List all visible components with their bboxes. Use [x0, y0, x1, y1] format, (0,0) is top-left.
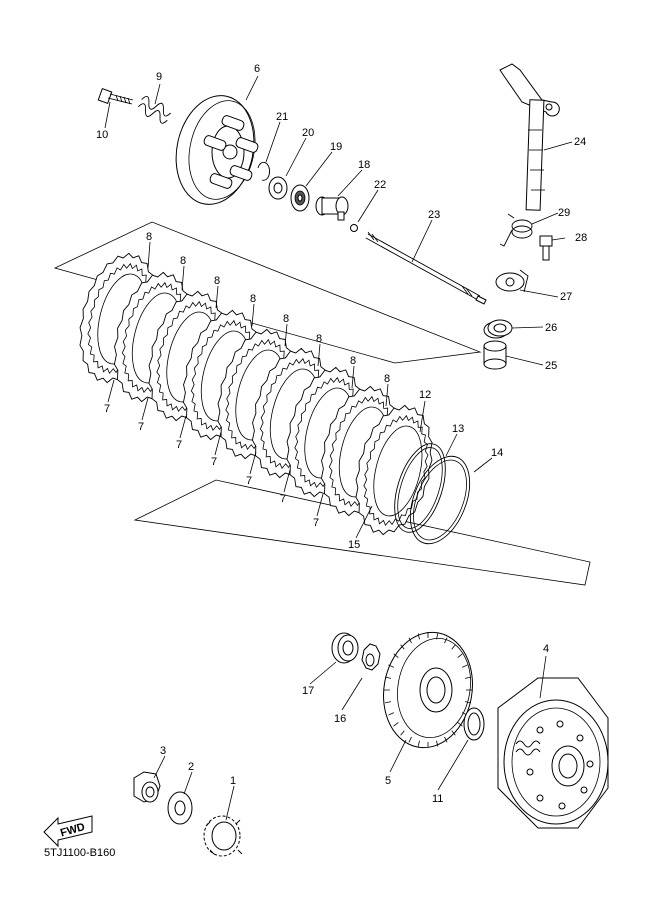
leader-lines: [104, 75, 573, 821]
thrust-washer-11-part: [463, 707, 485, 741]
callout-14: 14: [491, 447, 503, 459]
push-rod-18-part: [315, 196, 349, 221]
clutch-boss-5-part: [383, 631, 473, 749]
callout-7-b: 7: [138, 421, 144, 433]
callout-22: 22: [374, 179, 386, 191]
circlip-21-part: [257, 161, 271, 181]
callout-29: 29: [558, 207, 570, 219]
callout-8-h: 8: [384, 373, 390, 385]
clutch-plate-stack: [53, 221, 591, 586]
callout-6: 6: [254, 63, 260, 75]
callout-8-f: 8: [316, 333, 322, 345]
upper-frame-line: [53, 221, 482, 364]
push-lever-group: [483, 63, 560, 370]
diagram-code: 5TJ1100-B160: [44, 847, 115, 859]
callout-11: 11: [432, 793, 443, 805]
callout-8-a: 8: [146, 231, 152, 243]
clutch-housing-4-part: [497, 677, 609, 829]
nut-17-part: [331, 632, 359, 664]
callout-4: 4: [543, 643, 549, 655]
lower-frame-line: [133, 479, 591, 586]
nut-3-part: [133, 771, 161, 803]
callout-8-b: 8: [180, 255, 186, 267]
o-ring-14-part: [409, 455, 471, 545]
friction-and-steel-plates: [79, 252, 433, 536]
washer-2-part: [167, 791, 193, 825]
push-lever-shaft-24-part: [499, 63, 560, 211]
callout-28: 28: [575, 232, 587, 244]
callout-9: 9: [156, 71, 162, 83]
callout-21: 21: [276, 111, 288, 123]
bolt-10-part: [97, 88, 134, 105]
plate-27-part: [495, 269, 529, 293]
callout-13: 13: [452, 423, 464, 435]
callout-12: 12: [419, 389, 431, 401]
callout-8-e: 8: [283, 313, 289, 325]
washer-20-part: [268, 176, 288, 200]
callout-10: 10: [96, 129, 108, 141]
callout-25: 25: [545, 360, 557, 372]
callout-23: 23: [428, 209, 440, 221]
lock-washer-16-part: [361, 643, 381, 671]
callout-7-a: 7: [104, 403, 110, 415]
callout-18: 18: [358, 159, 370, 171]
ball-22-part: [350, 224, 358, 232]
primary-gear-1-part: [203, 815, 243, 857]
bearing-19-part: [290, 184, 310, 212]
callout-3: 3: [160, 745, 166, 757]
callout-26: 26: [545, 322, 557, 334]
callout-17: 17: [302, 685, 314, 697]
fwd-arrow-icon: FWD: [43, 815, 93, 848]
callout-8-c: 8: [214, 275, 220, 287]
callout-7-f: 7: [280, 493, 286, 505]
callout-numbers: 10 9 6 21 20 19 18 22 23 24 29 28 27 26 …: [96, 63, 587, 805]
spring-9-part: [137, 96, 171, 124]
callout-7-c: 7: [176, 439, 182, 451]
callout-24: 24: [574, 136, 586, 148]
pressure-plate-group: [97, 88, 487, 305]
callout-15: 15: [348, 539, 360, 551]
callout-7-g: 7: [313, 517, 319, 529]
callout-7-e: 7: [246, 475, 252, 487]
callout-5: 5: [385, 775, 391, 787]
callout-19: 19: [330, 141, 342, 153]
pressure-plate-6-part: [175, 95, 259, 205]
bolt-28-part: [539, 235, 553, 261]
lower-assembly: [133, 631, 609, 857]
callout-20: 20: [302, 127, 314, 139]
ring-13-part: [394, 443, 446, 533]
friction-plate: [355, 404, 433, 536]
callout-8-d: 8: [250, 293, 256, 305]
bearing-25-part: [483, 340, 507, 370]
callout-1: 1: [230, 775, 236, 787]
oil-seal-26-part: [483, 319, 513, 339]
callout-2: 2: [188, 761, 194, 773]
push-rod-23-part: [365, 231, 487, 305]
callout-16: 16: [334, 713, 346, 725]
callout-7-d: 7: [211, 456, 217, 468]
callout-8-g: 8: [350, 355, 356, 367]
callout-27: 27: [560, 291, 572, 303]
torsion-spring-29-part: [499, 213, 533, 247]
